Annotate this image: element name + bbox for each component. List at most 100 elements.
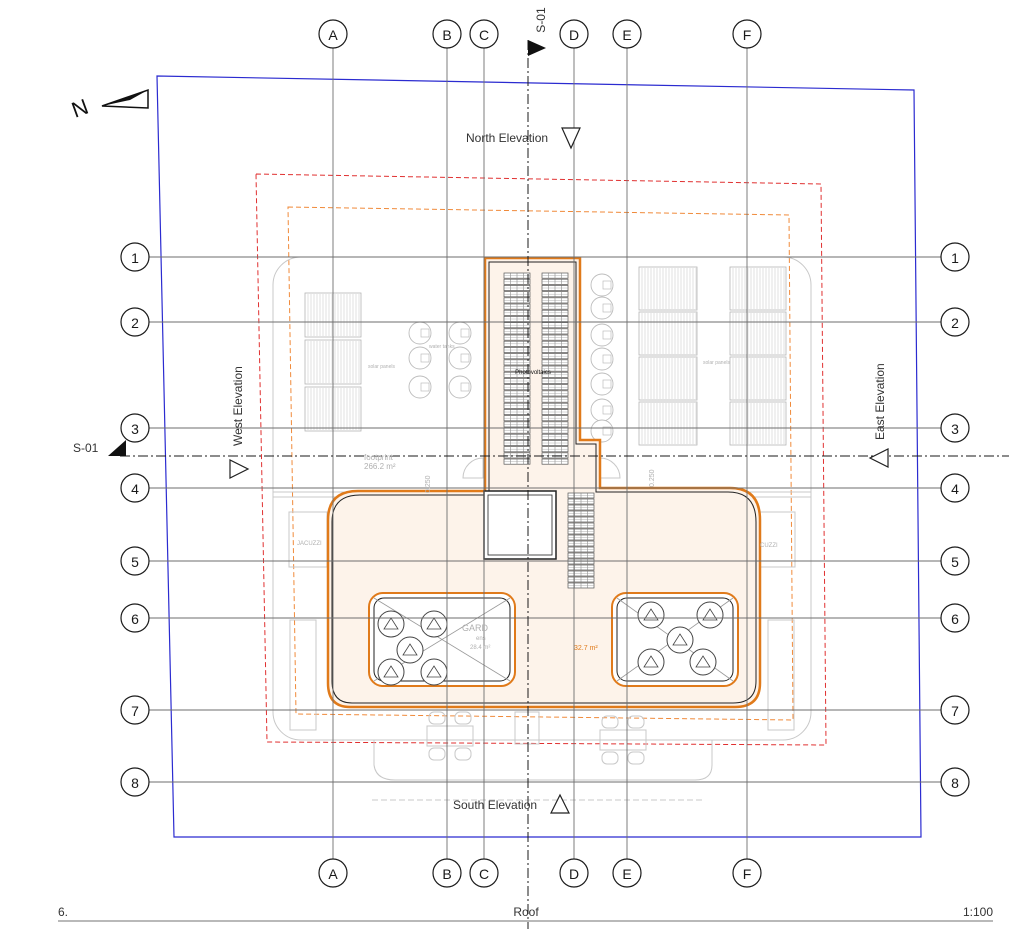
north-elevation-marker: North Elevation — [466, 127, 581, 150]
site-boundary — [156, 75, 922, 838]
grid-bubble-top-A: A — [318, 19, 348, 49]
water-tank — [408, 346, 432, 370]
grid-bubble-left-5: 5 — [120, 546, 150, 576]
grid-bubble-left-2: 2 — [120, 307, 150, 337]
plant-icon — [377, 610, 405, 638]
svg-text:E: E — [622, 27, 631, 43]
structural-grid-lines — [149, 48, 941, 859]
plant-icon — [637, 601, 665, 629]
grid-bubble-left-6: 6 — [120, 603, 150, 633]
roof-hatch — [483, 490, 557, 560]
solar-panel — [638, 401, 698, 446]
svg-text:1: 1 — [131, 250, 139, 266]
east-elevation-marker: East Elevation — [868, 363, 889, 468]
solar-panel — [638, 266, 698, 311]
svg-text:7: 7 — [951, 703, 959, 719]
plant-icon — [666, 626, 694, 654]
svg-text:C: C — [479, 27, 489, 43]
photovoltaics-label: Photovoltaics — [515, 370, 551, 376]
grid-bubble-left-3: 3 — [120, 413, 150, 443]
grid-bubble-bottom-E: E — [612, 858, 642, 888]
water-tank — [408, 375, 432, 399]
grid-bubble-bottom-C: C — [469, 858, 499, 888]
svg-text:8: 8 — [131, 775, 139, 791]
grid-bubble-right-8: 8 — [940, 767, 970, 797]
grid-bubble-right-3: 3 — [940, 413, 970, 443]
drawing-number: 6. — [58, 905, 68, 919]
svg-text:5: 5 — [131, 554, 139, 570]
plant-icon — [689, 648, 717, 676]
section-label-north: S-01 — [534, 7, 548, 33]
solar-panel — [729, 266, 787, 311]
grid-bubble-left-8: 8 — [120, 767, 150, 797]
south-elevation-marker: South Elevation — [453, 793, 570, 814]
solar-panels-label-right: solar panels — [703, 360, 730, 366]
svg-text:F: F — [743, 866, 752, 882]
roof-slab-inner-edge — [331, 261, 757, 704]
garden-plants — [377, 601, 724, 686]
svg-text:D: D — [569, 866, 579, 882]
garden-label: GARD — [462, 623, 489, 633]
solar-panel — [729, 356, 787, 401]
water-tank — [448, 346, 472, 370]
offset-line-red — [255, 173, 827, 746]
svg-text:5: 5 — [951, 554, 959, 570]
grid-bubble-bottom-B: B — [432, 858, 462, 888]
svg-text:A: A — [328, 27, 338, 43]
section-marker-west-icon — [108, 440, 126, 456]
section-marker-north-icon — [528, 40, 546, 56]
grid-bubble-top-F: F — [732, 19, 762, 49]
grid-bubble-left-4: 4 — [120, 473, 150, 503]
water-tank — [448, 375, 472, 399]
grid-bubble-top-C: C — [469, 19, 499, 49]
water-tank — [408, 321, 432, 345]
setback-dimension-left: 0.250 — [425, 475, 432, 493]
svg-text:East Elevation: East Elevation — [873, 363, 887, 440]
north-arrow-icon: N — [68, 88, 149, 123]
grid-bubble-bottom-D: D — [559, 858, 589, 888]
svg-text:C: C — [479, 866, 489, 882]
solar-panel — [729, 401, 787, 446]
grid-bubble-right-4: 4 — [940, 473, 970, 503]
plant-icon — [396, 636, 424, 664]
water-tanks — [408, 273, 614, 443]
grid-bubble-left-1: 1 — [120, 242, 150, 272]
svg-text:D: D — [569, 27, 579, 43]
svg-text:South Elevation: South Elevation — [453, 798, 537, 812]
grid-bubble-left-7: 7 — [120, 695, 150, 725]
garden-area: 28.4 m² — [470, 645, 490, 651]
svg-text:N: N — [68, 94, 91, 123]
roof-area: 32.7 m² — [574, 645, 598, 652]
water-tank — [590, 296, 614, 320]
svg-text:6: 6 — [951, 611, 959, 627]
grid-bubble-right-6: 6 — [940, 603, 970, 633]
grid-bubble-bottom-F: F — [732, 858, 762, 888]
grid-bubble-top-D: D — [559, 19, 589, 49]
svg-text:F: F — [743, 27, 752, 43]
pv-array-lower — [567, 492, 595, 589]
solar-panels-label-left: solar panels — [368, 364, 395, 370]
grid-bubble-top-B: B — [432, 19, 462, 49]
drawing-title: Roof — [513, 905, 539, 919]
water-tank — [590, 419, 614, 443]
svg-text:B: B — [442, 866, 451, 882]
svg-text:3: 3 — [951, 421, 959, 437]
plant-icon — [696, 601, 724, 629]
svg-text:6: 6 — [131, 611, 139, 627]
water-tank — [590, 273, 614, 297]
svg-text:8: 8 — [951, 775, 959, 791]
grid-bubble-right-5: 5 — [940, 546, 970, 576]
jacuzzi-label-left: JACUZZI — [297, 541, 322, 547]
water-tank — [590, 323, 614, 347]
solar-panel — [638, 311, 698, 356]
svg-text:2: 2 — [951, 315, 959, 331]
patio-furniture-left — [426, 711, 474, 761]
photovoltaic-modules — [503, 272, 595, 589]
svg-text:B: B — [442, 27, 451, 43]
svg-text:North Elevation: North Elevation — [466, 131, 548, 145]
footprint-label: footprint — [364, 453, 394, 462]
